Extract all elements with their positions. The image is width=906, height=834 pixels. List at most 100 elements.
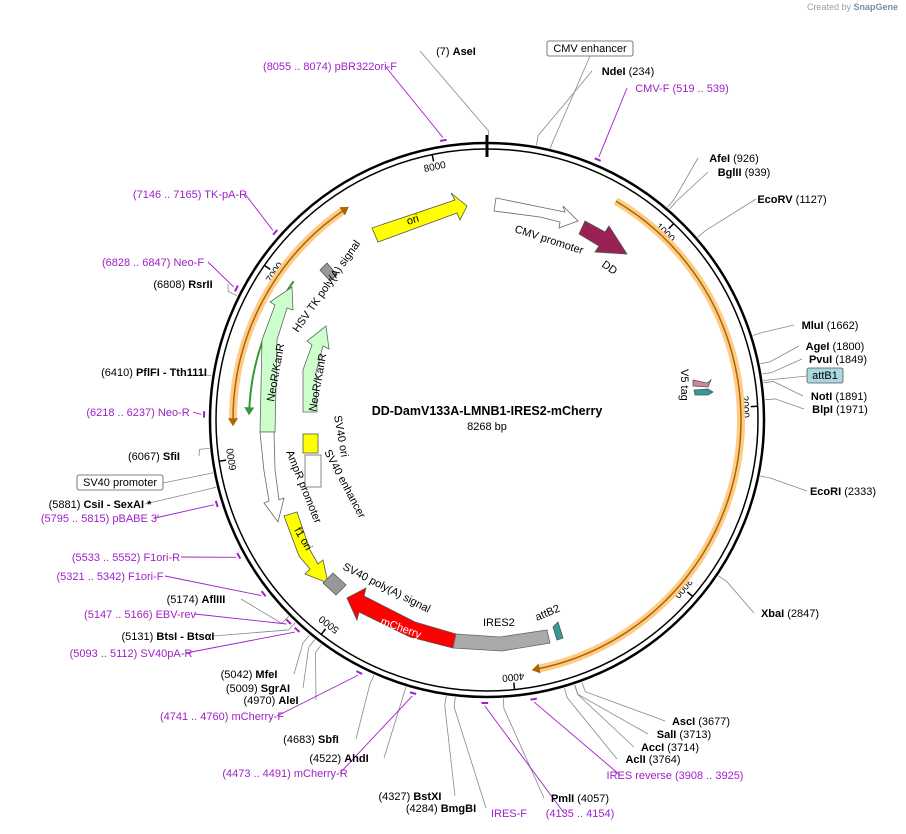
enzyme-position: (3713) (676, 729, 711, 741)
primer-leader-line (384, 65, 444, 138)
boxed-label-frame (76, 474, 164, 491)
boxed-label-cmv-enhancer: CMV enhancer (546, 40, 634, 57)
enzyme-leader-line (383, 686, 407, 759)
boxed-label-text: CMV enhancer (553, 43, 627, 55)
primer-mark (439, 138, 447, 142)
primer-label-13: (4135 .. 4154) (546, 808, 615, 820)
primer-leader-line (194, 613, 287, 625)
enzyme-leader-line (760, 475, 808, 492)
feature-label-hsv-tk: HSV TK poly(A) signal (291, 238, 363, 334)
enzyme-leader-line (581, 682, 666, 722)
enzyme-position: (4057) (574, 793, 609, 805)
enzyme-label-ndei: NdeI (234) (602, 66, 655, 78)
enzyme-name: AfeI (709, 153, 730, 165)
primer-label-3: (6828 .. 6847) Neo-F (102, 257, 204, 269)
feature-sv40-polya (322, 572, 347, 596)
map-length: 8268 bp (467, 421, 507, 433)
primer-leader-line (207, 261, 235, 288)
enzyme-name: EcoRI (810, 486, 841, 498)
primer-leader-line (533, 701, 621, 776)
tick-mark (668, 223, 675, 230)
enzyme-name: MfeI (255, 669, 277, 681)
tick-mark (513, 682, 516, 690)
enzyme-position: (4970) (243, 695, 278, 707)
primer-mark (214, 500, 219, 508)
primer-label-6: (5533 .. 5552) F1ori-R (72, 552, 180, 564)
enzyme-label-afliii: (5174) AflIII (167, 594, 226, 606)
feature-label-ires2: IRES2 (483, 617, 515, 629)
feature-sv40-ori (302, 433, 319, 454)
enzyme-leader-line (355, 674, 375, 740)
enzyme-label-ecori: EcoRI (2333) (810, 486, 876, 498)
primer-mark (355, 670, 363, 675)
tick-label: 6000 (225, 447, 239, 471)
tick-label: 5000 (317, 613, 342, 636)
primer-label-10: (4741 .. 4760) mCherry-F (160, 711, 284, 723)
enzyme-position: (6410) (101, 367, 136, 379)
enzyme-label-sbfi: (4683) SbfI (283, 734, 339, 746)
primer-leader-line (244, 193, 274, 231)
enzyme-name: CsiI (83, 499, 103, 511)
feature-label-attb2: attB2 (533, 603, 561, 624)
enzyme-leader-line (718, 575, 755, 614)
enzyme-extra: - SexAI * (104, 499, 152, 511)
enzyme-leader-line (752, 324, 795, 336)
enzyme-position: (3714) (664, 742, 699, 754)
enzyme-label-bstxi: (4327) BstXI (379, 791, 442, 803)
enzyme-leader-line (669, 171, 709, 210)
enzyme-leader-line (198, 371, 212, 377)
feature-sv40-enhancer (304, 454, 322, 488)
enzyme-leader-line (444, 695, 456, 797)
enzyme-name: PvuI (809, 354, 832, 366)
enzyme-name: BstXI (413, 791, 441, 803)
enzyme-position: (4327) (379, 791, 414, 803)
feature-hsv-tk-polya (319, 262, 338, 282)
enzyme-label-acci: AccI (3714) (641, 742, 699, 754)
enzyme-label-rsrii: (6808) RsrII (153, 279, 212, 291)
boxed-label-leader (763, 375, 808, 381)
enzyme-label-ecorv: EcoRV (1127) (757, 194, 826, 206)
primer-marks (154, 65, 628, 814)
enzyme-position: (3677) (695, 716, 730, 728)
enzyme-name: PflFI (136, 367, 160, 379)
enzyme-position: (5174) (167, 594, 202, 606)
orf-arc (283, 209, 345, 268)
enzyme-name: AseI (453, 46, 476, 58)
enzyme-label-blpi: BlpI (1971) (812, 404, 868, 416)
credit-prefix: Created by (806, 2, 851, 12)
enzyme-position: (939) (742, 167, 771, 179)
enzyme-name: BlpI (812, 404, 833, 416)
enzyme-name: BglII (718, 167, 742, 179)
enzyme-label-agei: AgeI (1800) (806, 341, 865, 353)
enzyme-position: (1662) (824, 320, 859, 332)
enzyme-position: (5009) (226, 683, 261, 695)
enzyme-position: (4683) (283, 734, 318, 746)
boxed-label-text: attB1 (812, 370, 838, 382)
enzyme-position: (6067) (128, 451, 163, 463)
boxed-label-text: SV40 promoter (83, 477, 157, 489)
orf-arc-outline (280, 206, 347, 270)
enzyme-label-sali: SalI (3713) (657, 729, 711, 741)
enzyme-name: AhdI (344, 753, 368, 765)
enzyme-label-ahdi: (4522) AhdI (309, 753, 368, 765)
enzyme-name: AclI (625, 754, 645, 766)
orf-arrowhead (244, 407, 255, 416)
feature-attb2 (552, 621, 564, 641)
enzyme-leader-line (574, 684, 635, 748)
enzyme-position: (3764) (646, 754, 681, 766)
enzyme-label-alei: (4970) AleI (243, 695, 298, 707)
feature-ires2 (452, 629, 551, 652)
enzyme-label-pvui: PvuI (1849) (809, 354, 867, 366)
primer-label-8: (5147 .. 5166) EBV-rev (84, 609, 196, 621)
enzyme-label-mfei: (5042) MfeI (221, 669, 278, 681)
enzyme-name: AscI (672, 716, 695, 728)
primer-leader-line (598, 87, 628, 157)
enzyme-leader-line (212, 622, 296, 637)
feature-label-ori: ori (405, 213, 420, 228)
primer-label-14: IRES reverse (3908 .. 3925) (607, 770, 744, 782)
enzyme-name: XbaI (761, 608, 784, 620)
primer-mark (272, 229, 279, 236)
enzyme-name: MluI (802, 320, 824, 332)
